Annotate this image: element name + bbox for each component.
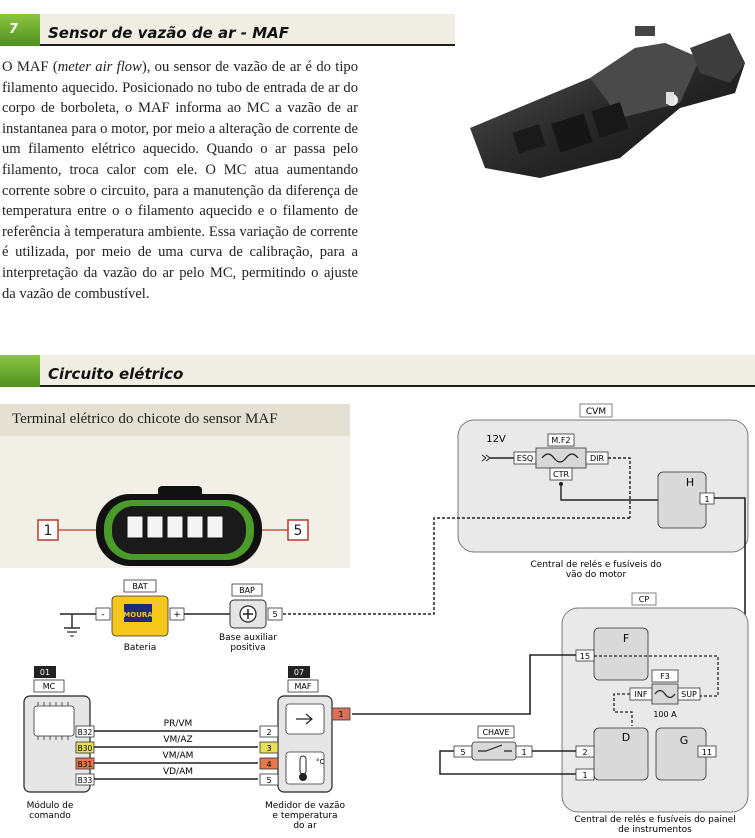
cp-fuse-label: F3 bbox=[660, 672, 670, 681]
mc-tag: MC bbox=[43, 682, 56, 691]
bap-label-1: Base auxiliar bbox=[219, 633, 277, 643]
mc-number: 01 bbox=[40, 668, 50, 677]
cp-pin-15: 15 bbox=[580, 652, 590, 661]
cp-pin-11: 11 bbox=[702, 748, 712, 757]
svg-text:°C: °C bbox=[316, 758, 325, 766]
maf-sensor-photo bbox=[470, 26, 745, 178]
maf-label-1: Medidor de vazão bbox=[265, 801, 345, 811]
section-title: Sensor de vazão de ar - MAF bbox=[48, 24, 290, 42]
mc-pin-b33: B33 bbox=[78, 776, 93, 785]
cvm-relay-pin: 1 bbox=[704, 495, 709, 504]
cp-relay-d-label: D bbox=[622, 731, 630, 744]
section-title-circuito: Circuito elétrico bbox=[48, 365, 184, 383]
bap-pin: 5 bbox=[272, 610, 277, 619]
bap-label-2: positiva bbox=[230, 643, 265, 653]
wire-pr-vm: PR/VM bbox=[164, 719, 193, 729]
chip-icon bbox=[33, 705, 75, 737]
cvm-caption-1: Central de relés e fusíveis do bbox=[531, 559, 662, 570]
cvm-tag: CVM bbox=[586, 407, 606, 417]
cvm-voltage: 12V bbox=[486, 434, 506, 445]
maf-tag: MAF bbox=[295, 682, 312, 691]
intro-term: meter air flow bbox=[57, 59, 142, 75]
bap-tag: BAP bbox=[239, 586, 255, 595]
thermometer-icon bbox=[285, 751, 325, 785]
maf-pin-3: 3 bbox=[266, 744, 271, 753]
cp-relay-g-label: G bbox=[680, 734, 689, 747]
battery-brand: MOURA bbox=[123, 611, 153, 619]
pin-1-callout bbox=[37, 519, 59, 541]
intro-paragraph: O MAF (meter air flow), ou sensor de vaz… bbox=[2, 57, 358, 304]
cp-pin-2: 2 bbox=[582, 748, 587, 757]
section-accent-badge bbox=[0, 355, 40, 387]
maf-pin-1: 1 bbox=[338, 710, 343, 719]
cp-caption-2: de instrumentos bbox=[618, 825, 692, 835]
battery-label: Bateria bbox=[124, 643, 156, 653]
battery-tag: BAT bbox=[132, 582, 147, 591]
pin-5-label: 5 bbox=[294, 523, 303, 539]
cp-relay-f-label: F bbox=[623, 632, 629, 645]
cvm-ctr: CTR bbox=[553, 470, 569, 479]
chave-pin-out: 1 bbox=[521, 748, 526, 757]
switch-icon bbox=[478, 744, 512, 752]
battery-plus: + bbox=[173, 610, 181, 620]
cvm-caption-2: vão do motor bbox=[566, 570, 627, 580]
intro-lead: O MAF ( bbox=[2, 59, 58, 75]
mc-pin-b31: B31 bbox=[78, 760, 93, 769]
cvm-relay-h bbox=[657, 471, 707, 529]
cvm-relay-label: H bbox=[686, 476, 694, 489]
maf-label-3: do ar bbox=[293, 821, 317, 831]
cp-amp: 100 A bbox=[653, 710, 677, 719]
maf-label-2: e temperatura bbox=[272, 811, 337, 821]
chave-tag: CHAVE bbox=[482, 728, 509, 737]
cp-inf: INF bbox=[635, 690, 648, 699]
cvm-dir: DIR bbox=[590, 454, 605, 463]
intro-rest: ), ou sensor de vazão de ar é do tipo fi… bbox=[2, 59, 359, 302]
maf-pin-4: 4 bbox=[266, 760, 271, 769]
wire-vd-am: VD/AM bbox=[163, 767, 193, 777]
wire-vm-az: VM/AZ bbox=[163, 735, 192, 745]
terminal-panel-title: Terminal elétrico do chicote do sensor M… bbox=[12, 411, 278, 427]
mc-pin-b30: B30 bbox=[78, 744, 93, 753]
cp-tag: CP bbox=[639, 595, 650, 604]
mc-label-2: comando bbox=[29, 811, 71, 821]
cp-relay-f bbox=[593, 627, 649, 681]
section-header-maf: 7 Sensor de vazão de ar - MAF bbox=[0, 14, 455, 46]
cp-sup: SUP bbox=[681, 690, 697, 699]
section-header-circuito: Circuito elétrico bbox=[0, 355, 755, 387]
cvm-esq: ESQ bbox=[517, 454, 533, 463]
chave-pin-in: 5 bbox=[460, 748, 465, 757]
section-number: 7 bbox=[9, 22, 19, 37]
cp-pin-1: 1 bbox=[582, 771, 587, 780]
mc-pin-b32: B32 bbox=[78, 728, 93, 737]
wiring-diagram: CVM 12V ESQ M.F2 DIR CTR H 1 Central de … bbox=[23, 403, 749, 835]
terminal-panel-header: Terminal elétrico do chicote do sensor M… bbox=[0, 404, 350, 436]
maf-number: 07 bbox=[294, 668, 304, 677]
mc-label-1: Módulo de bbox=[27, 800, 74, 811]
maf-pin-2: 2 bbox=[266, 728, 271, 737]
cvm-fuse bbox=[535, 447, 587, 469]
pin-1-label: 1 bbox=[44, 523, 53, 539]
pin-5-callout bbox=[287, 519, 309, 541]
connector-drawing: 1 5 bbox=[37, 486, 309, 566]
section-number-badge: 7 bbox=[0, 14, 40, 46]
cp-caption-1: Central de relés e fusíveis do painel bbox=[574, 814, 735, 825]
terminal-panel: Terminal elétrico do chicote do sensor M… bbox=[0, 404, 350, 568]
maf-pin-5: 5 bbox=[266, 776, 271, 785]
battery-minus: - bbox=[101, 610, 104, 620]
wire-vm-am: VM/AM bbox=[163, 751, 194, 761]
cvm-fuse-label: M.F2 bbox=[551, 436, 570, 445]
